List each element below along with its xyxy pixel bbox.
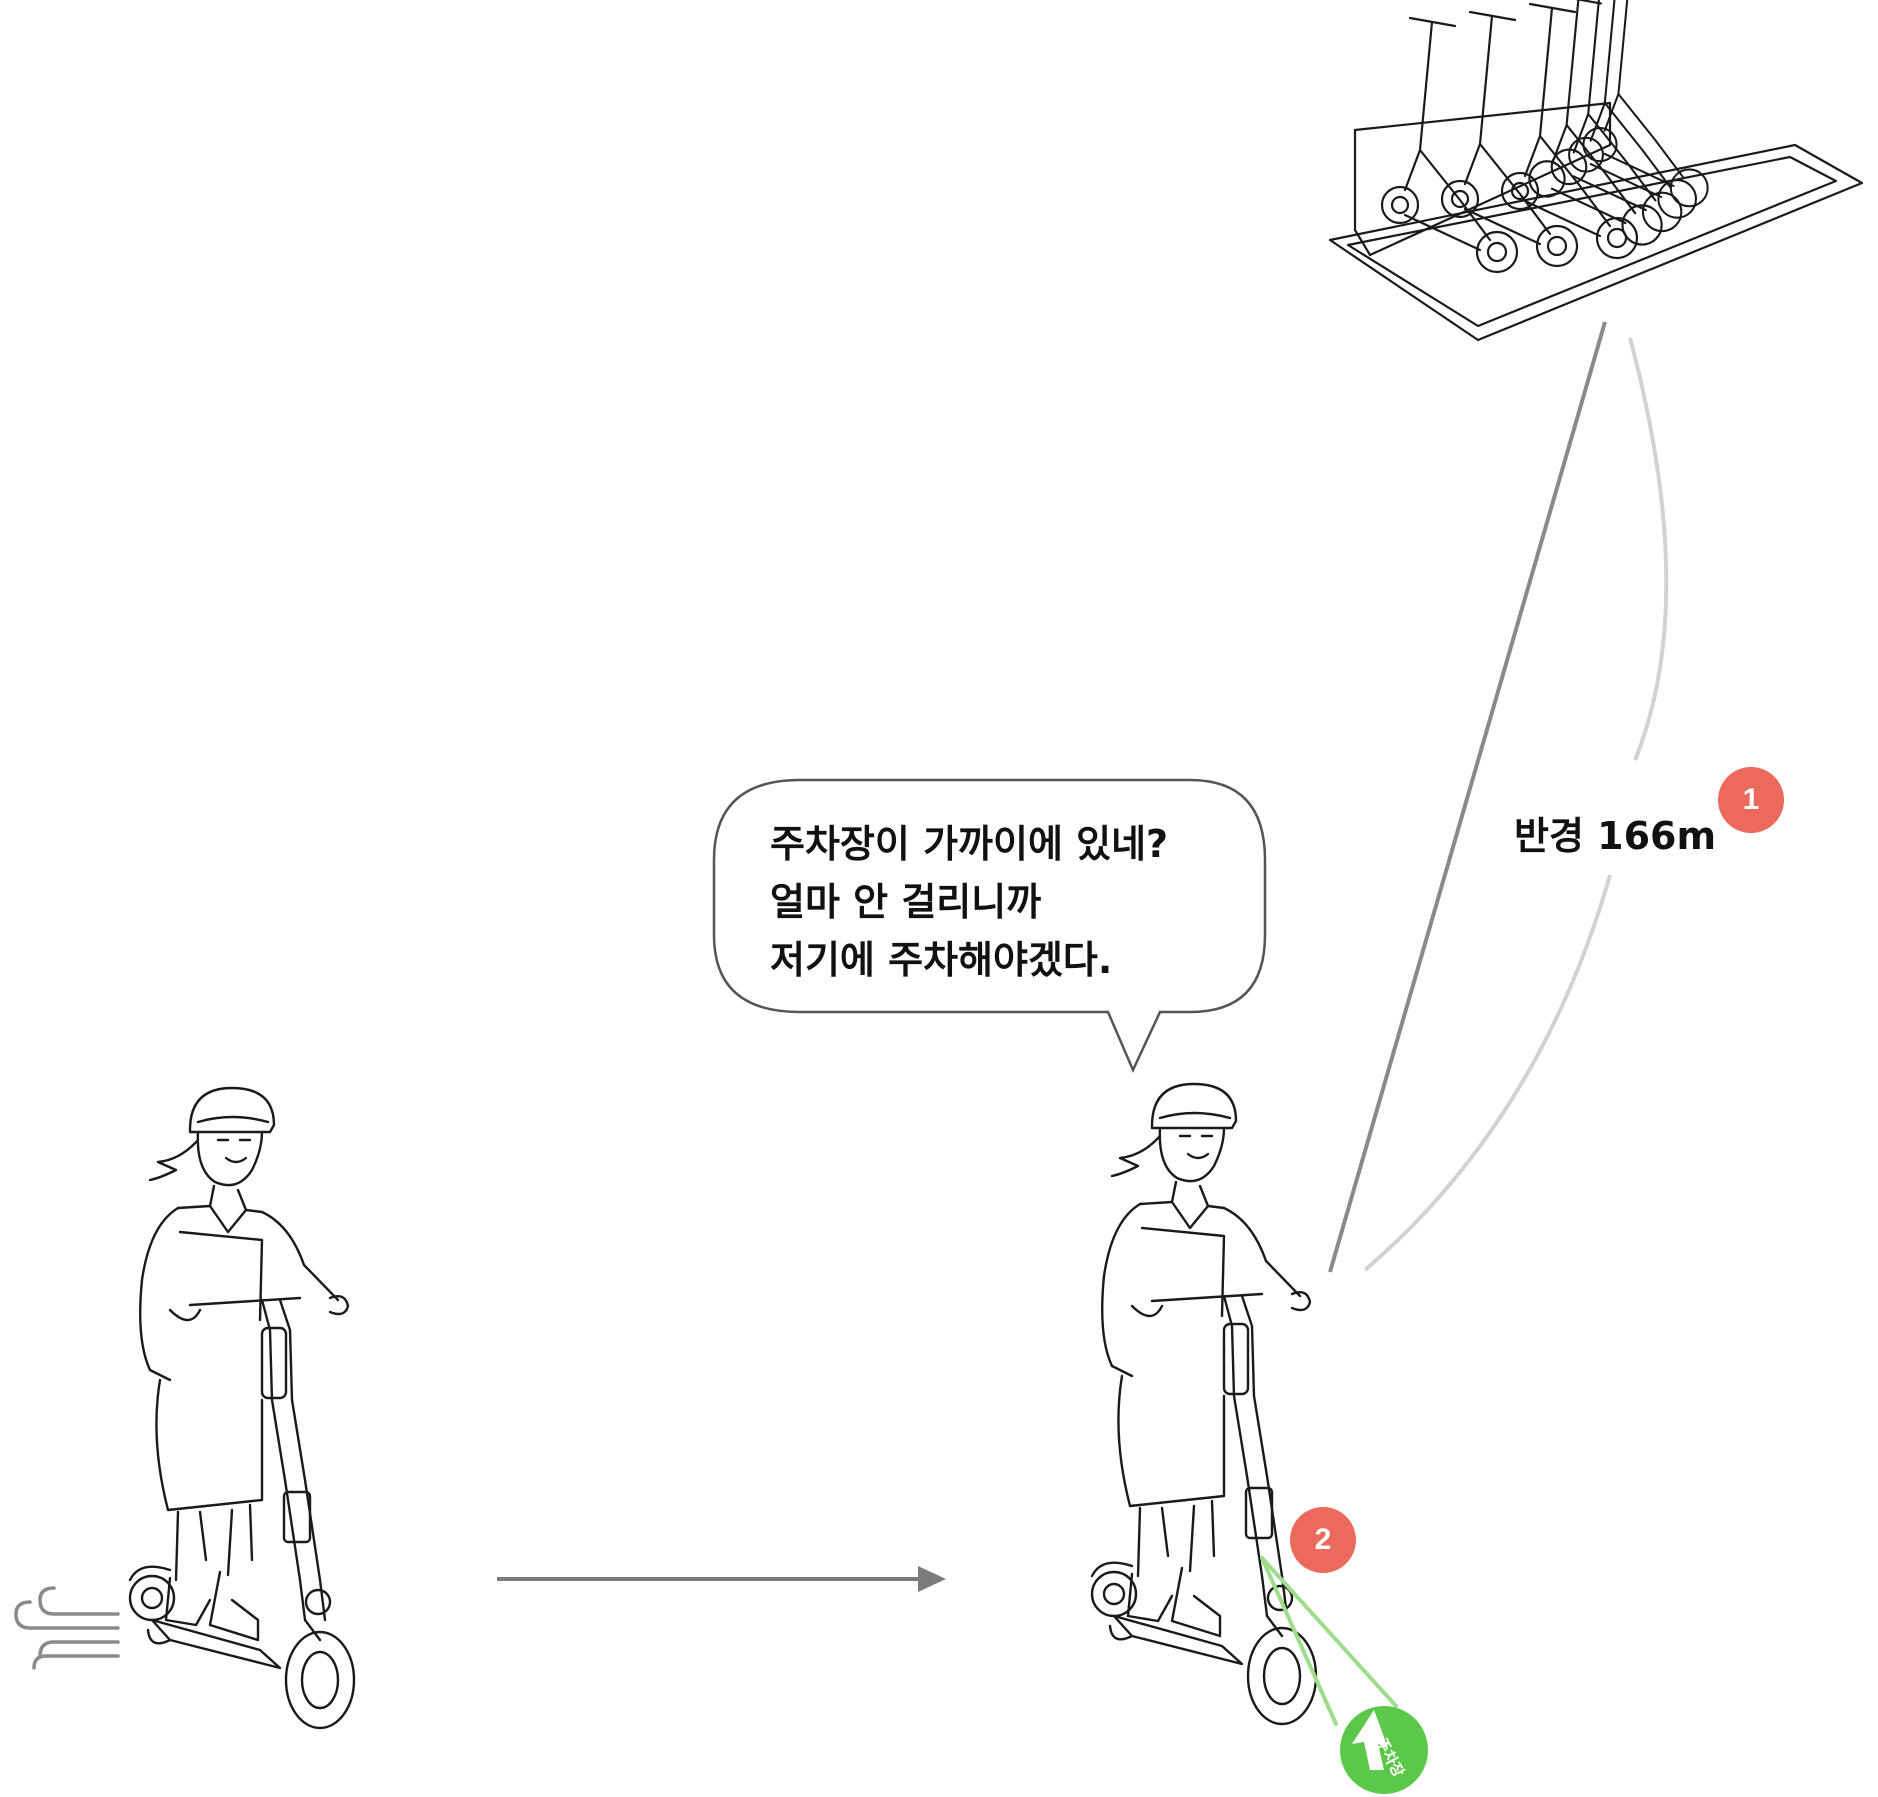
scooter-rider-icon <box>128 1086 356 1730</box>
radius-arc <box>1628 337 1669 761</box>
parking-pin-cone <box>1260 1556 1398 1726</box>
speech-line: 저기에 주차해야겠다. <box>770 938 1113 982</box>
speech-line: 얼마 안 걸리니까 <box>770 880 1042 924</box>
radius-label: 반경 166m <box>1514 814 1717 858</box>
wind-icon <box>14 1586 120 1670</box>
radius-line <box>1328 321 1607 1273</box>
scooter-rack-icon <box>1328 0 1864 342</box>
parking-pin-icon <box>1340 1706 1428 1794</box>
scooter-rider-icon <box>1090 1082 1318 1726</box>
speech-line: 주차장이 가까이에 있네? <box>770 822 1169 866</box>
radius-arc-lower <box>1363 874 1612 1272</box>
marker-badge-1: 1 <box>1718 767 1784 833</box>
marker-badge-2: 2 <box>1290 1507 1356 1573</box>
movement-arrow <box>497 1566 946 1592</box>
speech-bubble-text: 주차장이 가까이에 있네? 얼마 안 걸리니까 저기에 주차해야겠다. <box>770 815 1250 989</box>
speech-bubble <box>712 778 1267 1074</box>
